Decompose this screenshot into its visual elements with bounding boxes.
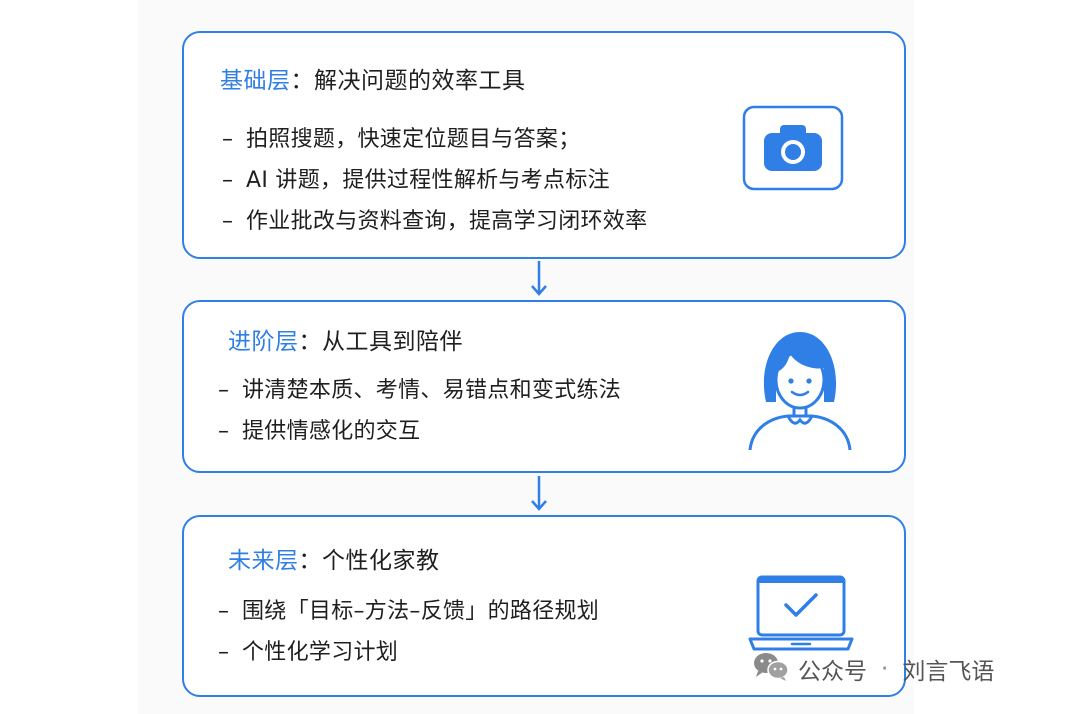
bullet-text: 拍照搜题，快速定位题目与答案； xyxy=(246,127,581,152)
bullet-item: –讲清楚本质、考情、易错点和变式练法 xyxy=(218,370,621,411)
bullet-item: –个性化学习计划 xyxy=(218,632,599,673)
layer-name: 进阶层 xyxy=(228,329,299,355)
wechat-icon xyxy=(752,650,790,688)
bullet-marker: – xyxy=(218,419,230,444)
bullet-marker: – xyxy=(218,599,230,624)
layer-topic: 个性化家教 xyxy=(322,548,440,574)
watermark: 公众号 · 刘言飞语 xyxy=(752,652,994,686)
camera-icon xyxy=(742,105,844,191)
down-arrow-icon xyxy=(529,474,549,514)
bullet-list: –围绕「目标–方法–反馈」的路径规划 –个性化学习计划 xyxy=(218,591,599,673)
heading-colon: ： xyxy=(290,68,314,94)
bullet-item: –作业批改与资料查询，提高学习闭环效率 xyxy=(222,201,647,242)
bullet-item: –AI 讲题，提供过程性解析与考点标注 xyxy=(222,160,647,201)
heading-colon: ： xyxy=(298,329,322,355)
bullet-marker: – xyxy=(222,127,234,152)
layer-heading: 基础层：解决问题的效率工具 xyxy=(220,61,526,95)
watermark-separator: · xyxy=(881,656,889,682)
bullet-marker: – xyxy=(218,640,230,665)
layer-name: 未来层 xyxy=(228,548,299,574)
bullet-item: –围绕「目标–方法–反馈」的路径规划 xyxy=(218,591,599,632)
bullet-marker: – xyxy=(222,168,234,193)
laptop-check-icon xyxy=(748,573,854,653)
layer-name: 基础层 xyxy=(220,68,291,94)
layer-topic: 从工具到陪伴 xyxy=(322,329,463,355)
bullet-text: 讲清楚本质、考情、易错点和变式练法 xyxy=(242,378,622,403)
layer-card-advanced: 进阶层：从工具到陪伴 –讲清楚本质、考情、易错点和变式练法 –提供情感化的交互 xyxy=(182,300,906,473)
bullet-text: 提供情感化的交互 xyxy=(242,419,421,444)
layer-card-future: 未来层：个性化家教 –围绕「目标–方法–反馈」的路径规划 –个性化学习计划 xyxy=(182,515,906,697)
layer-heading: 未来层：个性化家教 xyxy=(228,541,440,575)
layer-heading: 进阶层：从工具到陪伴 xyxy=(228,322,463,356)
watermark-author: 刘言飞语 xyxy=(902,659,995,685)
bullet-list: –讲清楚本质、考情、易错点和变式练法 –提供情感化的交互 xyxy=(218,370,621,452)
heading-colon: ： xyxy=(298,548,322,574)
bullet-marker: – xyxy=(218,378,230,403)
bullet-list: –拍照搜题，快速定位题目与答案； –AI 讲题，提供过程性解析与考点标注 –作业… xyxy=(222,119,647,242)
layer-topic: 解决问题的效率工具 xyxy=(314,68,526,94)
bullet-text: AI 讲题，提供过程性解析与考点标注 xyxy=(246,168,610,193)
bullet-item: –拍照搜题，快速定位题目与答案； xyxy=(222,119,647,160)
bullet-text: 作业批改与资料查询，提高学习闭环效率 xyxy=(246,209,648,234)
bullet-text: 围绕「目标–方法–反馈」的路径规划 xyxy=(242,599,600,624)
person-icon xyxy=(744,326,856,452)
down-arrow-icon xyxy=(529,259,549,299)
bullet-marker: – xyxy=(222,209,234,234)
bullet-item: –提供情感化的交互 xyxy=(218,411,621,452)
layer-card-basic: 基础层：解决问题的效率工具 –拍照搜题，快速定位题目与答案； –AI 讲题，提供… xyxy=(182,31,906,259)
bullet-text: 个性化学习计划 xyxy=(242,640,399,665)
watermark-channel: 公众号 xyxy=(798,659,867,685)
